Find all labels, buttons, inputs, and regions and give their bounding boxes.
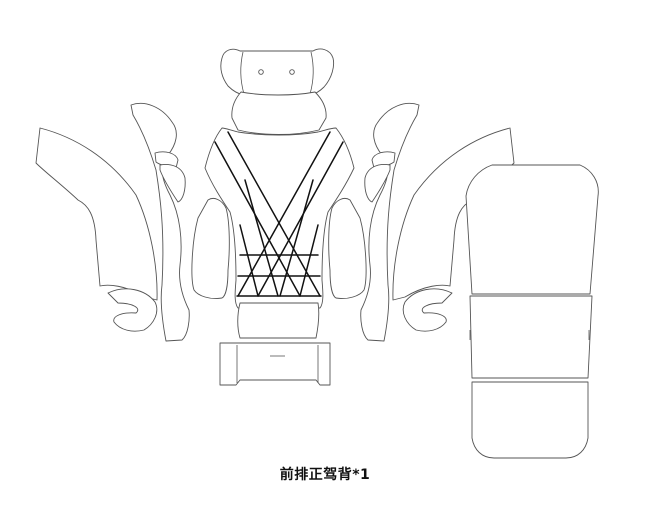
- lower-pocket-panel: [219, 342, 331, 386]
- headrest-hole-right: [289, 69, 295, 75]
- shoulder-panel: [231, 91, 327, 135]
- left-bolster-insert: [191, 197, 230, 299]
- lumbar-panel: [237, 302, 320, 339]
- right-small-curved-piece: [402, 288, 453, 332]
- left-outer-side-panel: [35, 127, 158, 301]
- quilting-stitch-pattern: [214, 131, 344, 297]
- headrest-inner-right: [309, 51, 314, 95]
- right-tall-side-strip: [360, 102, 420, 342]
- left-small-curved-piece: [107, 288, 158, 332]
- seat-back-main: [204, 127, 355, 309]
- rear-panel-upper: [465, 164, 599, 295]
- right-strip-tab-lower: [364, 164, 391, 203]
- pattern-caption: 前排正驾背*1: [279, 467, 371, 483]
- headrest-top: [220, 48, 335, 96]
- left-strip-tab-lower: [159, 164, 186, 203]
- rear-panel-middle: [469, 295, 593, 379]
- rear-panel-lower: [471, 381, 589, 459]
- headrest-hole-left: [258, 69, 264, 75]
- headrest-inner-left: [240, 51, 245, 95]
- left-tall-side-strip: [130, 102, 190, 342]
- right-bolster-insert: [328, 197, 367, 299]
